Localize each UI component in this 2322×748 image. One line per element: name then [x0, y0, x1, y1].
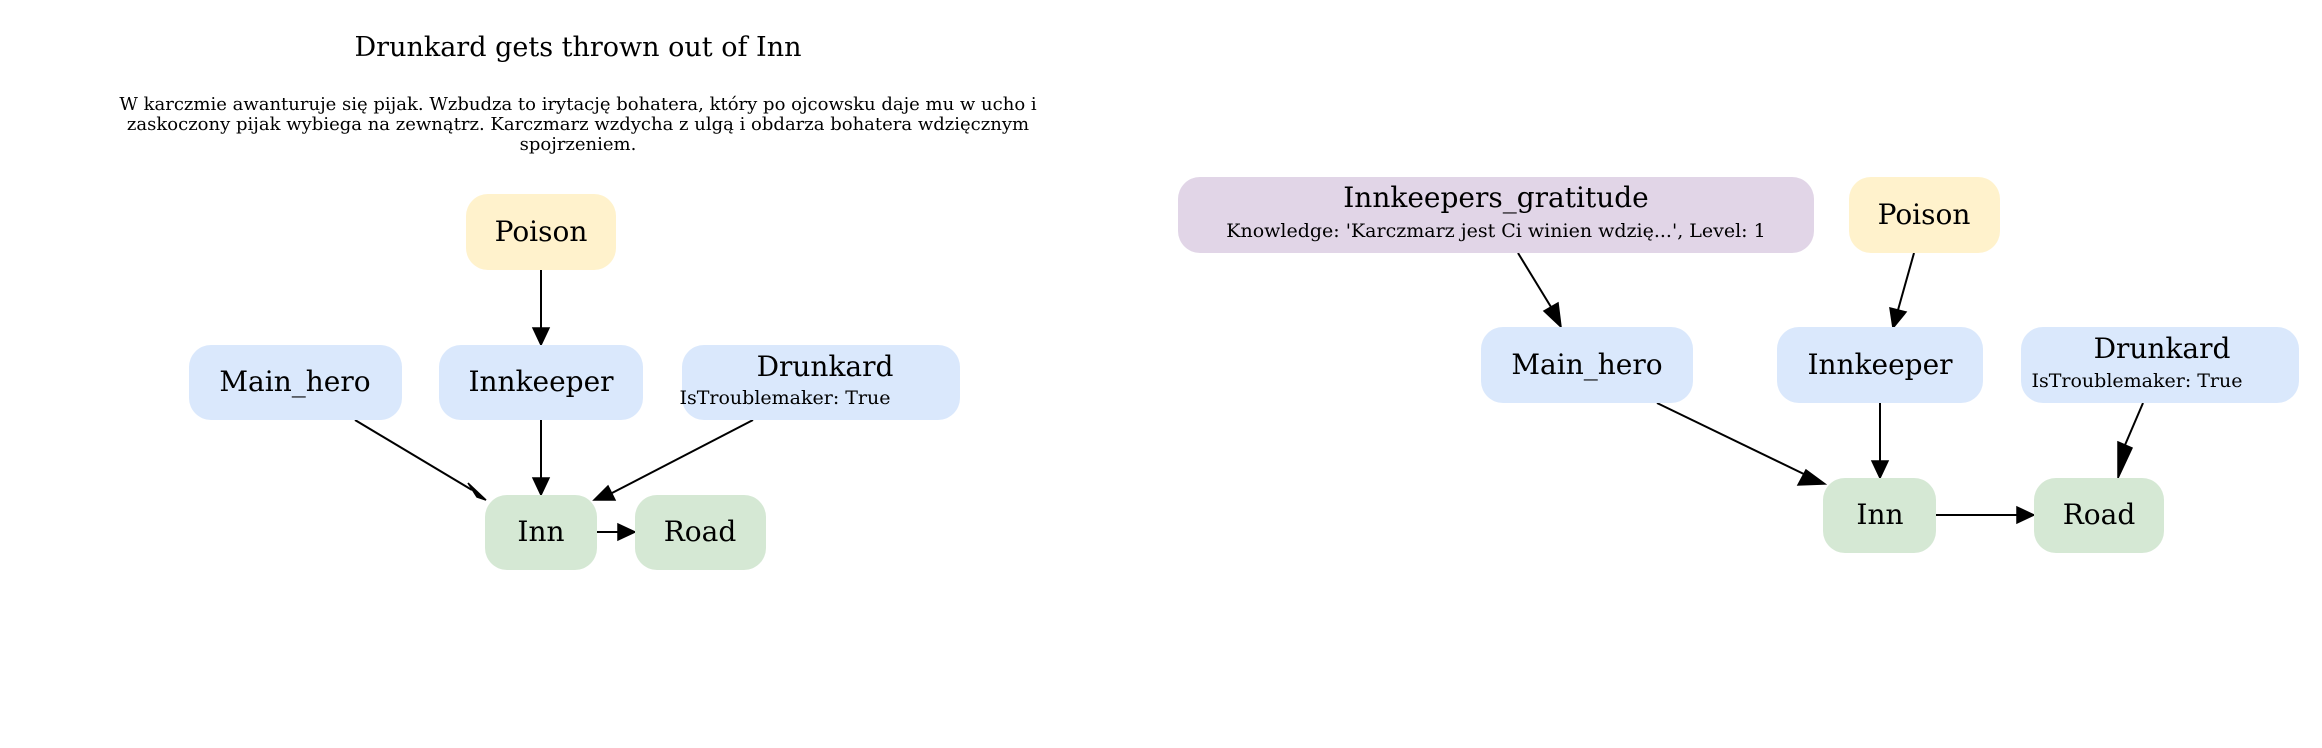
- right-edge-innkeeper-inn: [1870, 403, 1890, 480]
- right-node-gratitude-label: Innkeepers_gratitude: [1343, 181, 1648, 214]
- left-node-inn[interactable]: Inn: [485, 495, 597, 570]
- left-node-innkeeper-label: Innkeeper: [468, 365, 614, 398]
- left-edge-drunkard-inn: [592, 419, 754, 501]
- left-node-poison-label: Poison: [495, 215, 588, 248]
- right-node-road-label: Road: [2063, 498, 2136, 531]
- right-edge-drunkard-road: [2117, 402, 2144, 479]
- right-node-gratitude-attr: Knowledge: 'Karczmarz jest Ci winien wdz…: [1226, 220, 1765, 242]
- left-node-road[interactable]: Road: [635, 495, 766, 570]
- diagram-title: Drunkard gets thrown out of Inn: [355, 32, 802, 63]
- right-edge-poison-innkeeper: [1889, 252, 1915, 330]
- left-edge-innkeeper-inn: [531, 420, 551, 497]
- right-graph: Innkeepers_gratitude Knowledge: 'Karczma…: [1178, 177, 2299, 553]
- description-line-3: spojrzeniem.: [520, 134, 637, 155]
- left-node-main-hero[interactable]: Main_hero: [189, 345, 402, 420]
- right-node-road[interactable]: Road: [2034, 478, 2164, 553]
- right-node-drunkard-attr: IsTroublemaker: True: [2031, 370, 2242, 392]
- left-edge-poison-innkeeper: [531, 270, 551, 347]
- left-node-inn-label: Inn: [517, 515, 564, 548]
- left-node-road-label: Road: [664, 515, 737, 548]
- left-node-drunkard[interactable]: Drunkard IsTroublemaker: True: [679, 345, 960, 420]
- left-node-innkeeper[interactable]: Innkeeper: [439, 345, 643, 420]
- left-graph: Poison Main_hero Innkeeper Drunkard IsTr…: [189, 194, 960, 570]
- right-edge-mainhero-inn: [1656, 402, 1828, 486]
- right-node-drunkard-label: Drunkard: [2094, 332, 2231, 365]
- description-line-1: W karczmie awanturuje się pijak. Wzbudza…: [119, 94, 1037, 115]
- left-node-main-hero-label: Main_hero: [219, 365, 370, 398]
- right-node-innkeepers-gratitude[interactable]: Innkeepers_gratitude Knowledge: 'Karczma…: [1178, 177, 1814, 253]
- left-node-drunkard-label: Drunkard: [757, 350, 894, 383]
- right-node-main-hero-label: Main_hero: [1511, 348, 1662, 381]
- right-edge-inn-road: [1936, 505, 2036, 525]
- right-node-main-hero[interactable]: Main_hero: [1481, 327, 1693, 403]
- left-node-drunkard-attr: IsTroublemaker: True: [679, 387, 890, 409]
- description-line-2: zaskoczony pijak wybiega na zewnątrz. Ka…: [127, 114, 1029, 135]
- right-node-drunkard[interactable]: Drunkard IsTroublemaker: True: [2021, 327, 2299, 403]
- left-node-poison[interactable]: Poison: [466, 194, 616, 270]
- right-node-poison[interactable]: Poison: [1849, 177, 2000, 253]
- right-node-poison-label: Poison: [1878, 198, 1971, 231]
- right-node-innkeeper[interactable]: Innkeeper: [1777, 327, 1983, 403]
- right-node-inn-label: Inn: [1856, 498, 1903, 531]
- left-edge-mainhero-inn: [354, 419, 487, 501]
- right-node-inn[interactable]: Inn: [1823, 478, 1936, 553]
- right-edge-gratitude-mainhero: [1517, 252, 1563, 329]
- left-edge-inn-road: [597, 522, 637, 542]
- right-node-innkeeper-label: Innkeeper: [1807, 348, 1953, 381]
